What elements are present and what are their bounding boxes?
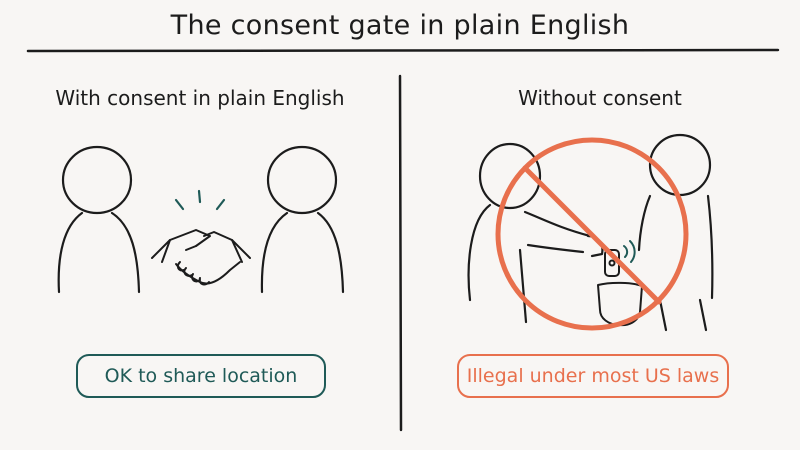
panel-divider <box>398 74 403 432</box>
person-right-icon <box>260 145 345 294</box>
illegal-badge: Illegal under most US laws <box>457 354 729 398</box>
sparkle-icon <box>174 189 226 211</box>
person-victim-icon <box>637 133 714 332</box>
signal-icon <box>623 240 636 263</box>
title-divider <box>26 48 780 53</box>
without-consent-heading: Without consent <box>518 86 682 110</box>
with-consent-heading: With consent in plain English <box>55 86 345 110</box>
person-thief-icon <box>467 142 604 324</box>
prohibited-icon <box>495 137 689 331</box>
page-title: The consent gate in plain English <box>170 10 630 41</box>
person-left-icon <box>57 145 141 294</box>
ok-share-badge: OK to share location <box>76 354 326 398</box>
pocket-icon <box>597 281 643 327</box>
handshake-icon <box>151 229 251 286</box>
